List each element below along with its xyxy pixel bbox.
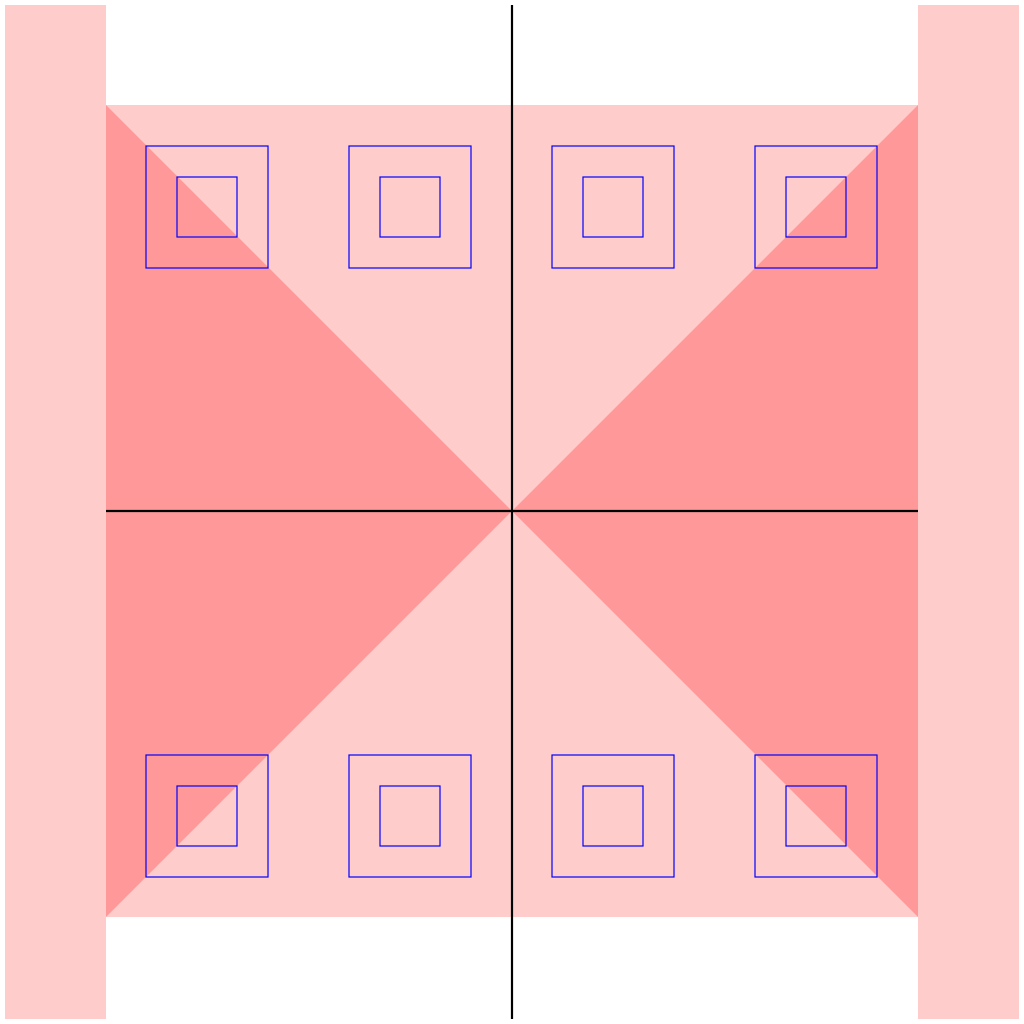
- inner-square-6: [379, 785, 441, 847]
- inner-square-2: [379, 176, 441, 238]
- right-band: [918, 5, 1019, 1019]
- inner-square-4: [785, 176, 847, 238]
- inner-square-7: [582, 785, 644, 847]
- outer-square-6: [348, 754, 472, 878]
- inner-square-8: [785, 785, 847, 847]
- outer-square-4: [754, 145, 878, 269]
- outer-square-3: [551, 145, 675, 269]
- outlined-squares: [145, 145, 878, 878]
- outer-square-7: [551, 754, 675, 878]
- inner-square-5: [176, 785, 238, 847]
- outer-square-2: [348, 145, 472, 269]
- inner-square-3: [582, 176, 644, 238]
- outer-square-1: [145, 145, 269, 269]
- inner-square-1: [176, 176, 238, 238]
- outer-square-5: [145, 754, 269, 878]
- left-band: [5, 5, 106, 1019]
- outer-square-8: [754, 754, 878, 878]
